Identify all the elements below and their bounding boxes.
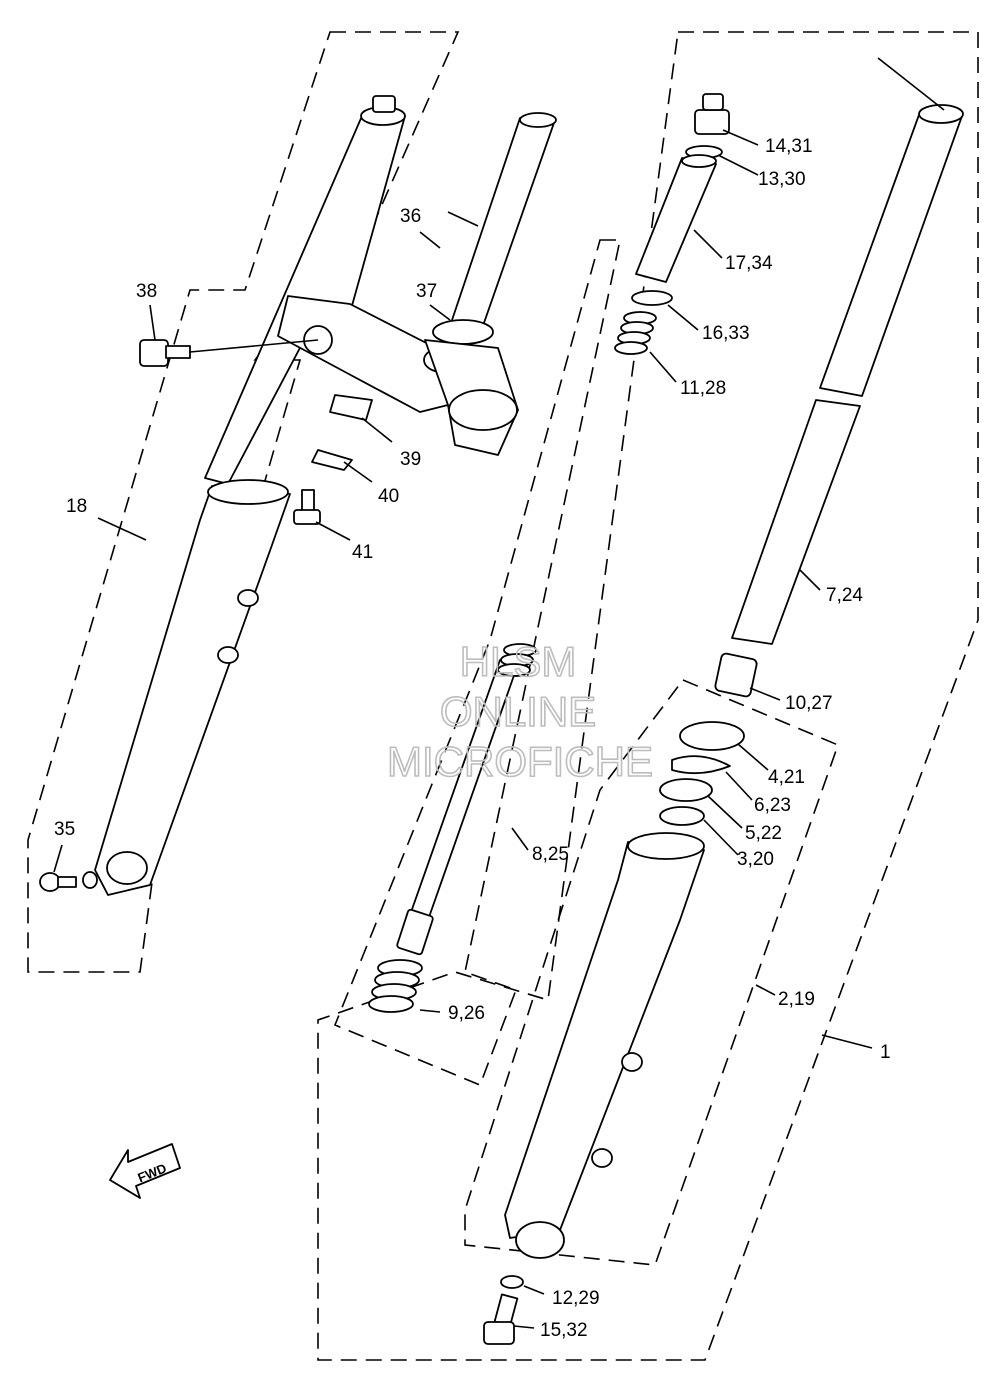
lower-bracket-boss [448, 389, 518, 431]
part-2-mount-2 [591, 1148, 613, 1168]
part-16-washer [631, 290, 673, 306]
callout-40: 40 [378, 486, 399, 507]
left-outer-tube-top [207, 479, 289, 505]
callout-41: 41 [352, 542, 373, 563]
part-6-clip [671, 755, 731, 775]
part-7-inner-tube-upper [819, 111, 963, 397]
left-cap-bolt [372, 95, 396, 113]
callout-15-32: 15,32 [540, 1320, 588, 1341]
steering-stem-bearing [432, 319, 494, 345]
callout-3-20: 3,20 [737, 849, 774, 870]
callout-5-22: 5,22 [745, 823, 782, 844]
callout-labels: 14,31 13,30 17,34 16,33 11,28 7,24 10,27… [54, 136, 891, 1341]
steering-stem-top [519, 112, 557, 128]
bolt-35-shank [57, 876, 77, 888]
part-10-bush [714, 652, 758, 698]
callout-12-29: 12,29 [552, 1288, 600, 1309]
part-38-bolt [139, 339, 319, 367]
part-11-spring [614, 311, 657, 355]
callout-2-19: 2,19 [778, 989, 815, 1010]
part-35-bolt [39, 871, 98, 892]
part-2-mount-1 [621, 1052, 643, 1072]
guide-40 [311, 449, 353, 471]
callout-16-33: 16,33 [702, 323, 750, 344]
part-4-dust-seal [679, 721, 745, 751]
callout-6-23: 6,23 [754, 795, 791, 816]
bolt-41-shank [301, 489, 315, 513]
watermark-line-2: ONLINE [440, 688, 596, 735]
callout-36: 36 [400, 206, 421, 227]
part-5-oil-seal [659, 778, 713, 802]
callout-14-31: 14,31 [765, 136, 813, 157]
watermark: HLSM ONLINE MICROFICHE [386, 637, 654, 786]
outline-assembly-8-25 [333, 239, 621, 1087]
callout-37: 37 [416, 281, 437, 302]
callout-4-21: 4,21 [768, 767, 805, 788]
part-7-inner-tube-top [918, 104, 964, 124]
steering-stem-assembly [424, 112, 557, 456]
leader-lines [53, 57, 945, 1329]
part-2-outer-tube-top [627, 832, 705, 860]
part-41-bolt [293, 489, 321, 525]
part-9-spring [368, 959, 423, 1013]
outline-assembly-2-19 [464, 679, 840, 1266]
callout-9-26: 9,26 [448, 1003, 485, 1024]
callout-17-34: 17,34 [725, 253, 773, 274]
watermark-line-3: MICROFICHE [387, 738, 653, 785]
parts-39-40-clips [311, 394, 373, 471]
callout-13-30: 13,30 [758, 169, 806, 190]
callout-1: 1 [880, 1042, 891, 1063]
left-caliper-mount-1 [237, 589, 259, 607]
callout-18: 18 [66, 496, 87, 517]
right-fork-parts [368, 93, 964, 1345]
left-axle-boss [106, 851, 148, 885]
bolt-41-head [293, 509, 321, 525]
part-3-washer [659, 806, 705, 826]
callout-8-25: 8,25 [532, 844, 569, 865]
part-17-spacer-top [681, 154, 717, 168]
forward-arrow-icon [109, 1143, 181, 1199]
part-7-inner-tube-lower [731, 399, 861, 645]
outline-assembly-1 [317, 31, 979, 1361]
part-8-rebound-spring [497, 643, 537, 677]
steering-stem-shaft [447, 117, 556, 341]
part-2-outer-tube [504, 841, 705, 1239]
watermark-line-1: HLSM [460, 638, 577, 685]
forward-arrow: FWD [109, 1143, 181, 1199]
part-17-spacer [635, 157, 717, 283]
part-8-damper-rod-end [396, 908, 434, 956]
callout-35: 35 [54, 819, 75, 840]
bolt-38-axis-line [189, 339, 319, 353]
clip-39 [329, 394, 373, 421]
part-14-cap-bolt-hex [702, 93, 724, 111]
callout-7-24: 7,24 [826, 585, 863, 606]
left-outer-tube [94, 485, 291, 896]
callout-38: 38 [136, 281, 157, 302]
bolt-38-shank [165, 345, 191, 359]
part-12-gasket [500, 1275, 524, 1289]
part-2-axle-boss [515, 1221, 565, 1259]
bolt-38-head [139, 339, 169, 367]
left-caliper-mount-2 [217, 646, 239, 664]
bolt-35-head [39, 872, 61, 892]
part-15-bolt-head [483, 1321, 515, 1345]
callout-11-28: 11,28 [680, 378, 726, 399]
part-15-bolt-shank [493, 1293, 519, 1327]
callout-39: 39 [400, 449, 421, 470]
washer-35 [82, 871, 98, 889]
callout-10-27: 10,27 [785, 693, 833, 714]
